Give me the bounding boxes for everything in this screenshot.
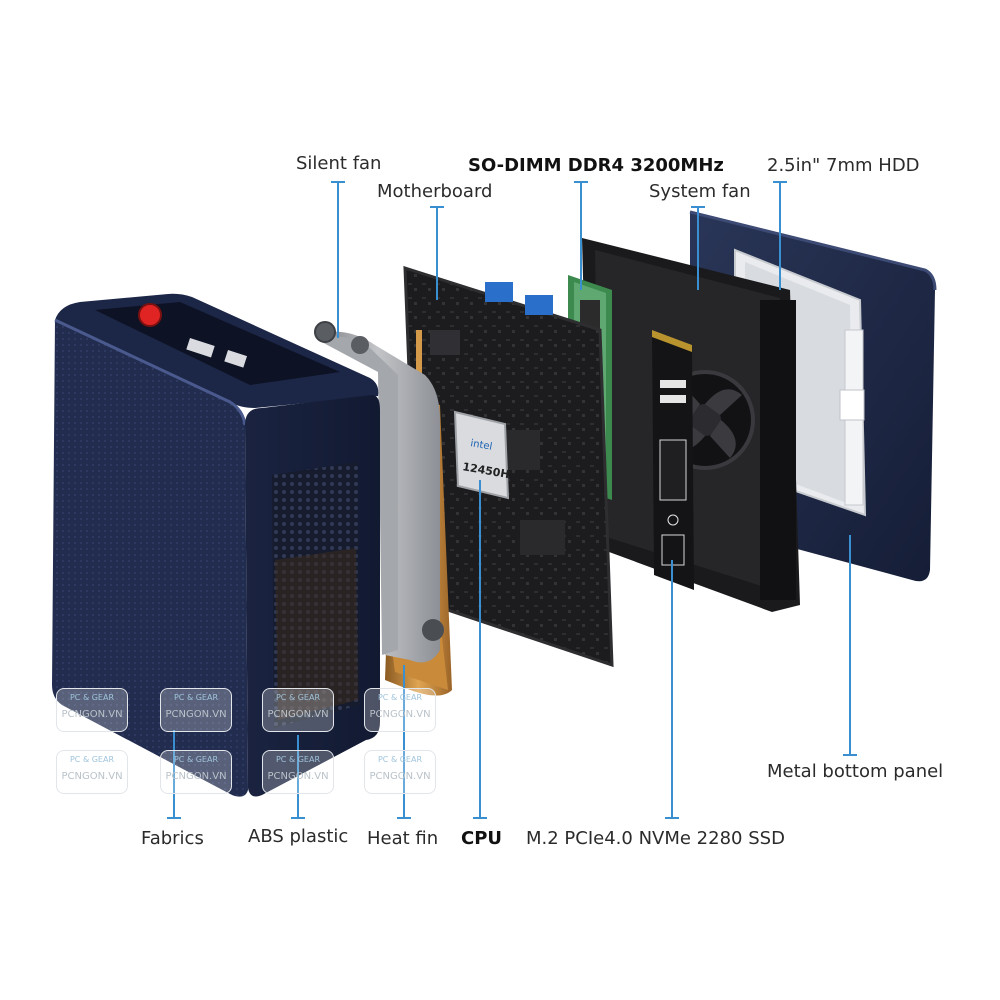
watermark-line2: PCNGON.VN — [61, 771, 123, 782]
watermark-badge: PC & GEAR PCNGON.VN — [364, 750, 436, 794]
label-cpu: CPU — [461, 828, 503, 849]
watermark-badge: PC & GEAR PCNGON.VN — [160, 750, 232, 794]
watermark-line1: PC & GEAR — [69, 755, 115, 764]
leader-motherboard — [430, 206, 444, 300]
leader-lines — [167, 181, 857, 819]
chassis — [52, 293, 380, 797]
silent-fan — [314, 321, 444, 663]
leader-ssd — [665, 560, 679, 819]
label-system-fan: System fan — [649, 181, 751, 202]
watermark-line1: PC & GEAR — [69, 693, 115, 702]
usb-port-2 — [525, 295, 553, 315]
watermark-line1: PC & GEAR — [275, 755, 321, 764]
watermark-badge: PC & GEAR PCNGON.VN — [262, 688, 334, 732]
leader-heat-fin — [397, 665, 411, 819]
watermark-badge: PC & GEAR PCNGON.VN — [160, 688, 232, 732]
leader-silent-fan — [331, 181, 345, 338]
leader-system-fan — [691, 206, 705, 290]
watermark-line1: PC & GEAR — [377, 693, 423, 702]
label-abs-plastic: ABS plastic — [248, 826, 349, 847]
watermark-badge: PC & GEAR PCNGON.VN — [262, 750, 334, 794]
watermark-line1: PC & GEAR — [275, 693, 321, 702]
watermark-line2: PCNGON.VN — [267, 771, 329, 782]
leader-fabrics — [167, 730, 181, 819]
watermark-badge: PC & GEAR PCNGON.VN — [364, 688, 436, 732]
label-silent-fan: Silent fan — [296, 153, 382, 174]
label-hdd: 2.5in" 7mm HDD — [767, 155, 920, 176]
watermark-line1: PC & GEAR — [173, 693, 219, 702]
label-motherboard: Motherboard — [377, 181, 493, 202]
watermark-line1: PC & GEAR — [173, 755, 219, 764]
label-ssd: M.2 PCIe4.0 NVMe 2280 SSD — [526, 828, 785, 849]
usb-port-1 — [485, 282, 513, 302]
label-fabrics: Fabrics — [141, 828, 204, 849]
label-metal-bottom-panel: Metal bottom panel — [767, 761, 944, 782]
leader-cpu — [473, 480, 487, 819]
watermark-badge: PC & GEAR PCNGON.VN — [56, 688, 128, 732]
watermark-line2: PCNGON.VN — [165, 771, 227, 782]
leader-sodimm — [574, 181, 588, 290]
m2-ssd — [652, 330, 694, 590]
watermark-line2: PCNGON.VN — [369, 771, 431, 782]
leader-hdd — [773, 181, 787, 290]
watermark-badge: PC & GEAR PCNGON.VN — [56, 750, 128, 794]
watermark-line2: PCNGON.VN — [165, 709, 227, 720]
leader-abs — [291, 735, 305, 819]
watermark-line2: PCNGON.VN — [61, 709, 123, 720]
leader-metal-panel — [843, 535, 857, 756]
cpu-chip: intel 12450H — [453, 410, 510, 500]
label-sodimm: SO-DIMM DDR4 3200MHz — [468, 155, 724, 176]
watermark-line2: PCNGON.VN — [369, 709, 431, 720]
watermark-line1: PC & GEAR — [377, 755, 423, 764]
motherboard-board — [403, 265, 614, 668]
power-button — [138, 303, 162, 327]
watermark-line2: PCNGON.VN — [267, 709, 329, 720]
cpu-brand-text: intel — [469, 438, 493, 453]
label-heat-fin: Heat fin — [367, 828, 439, 849]
